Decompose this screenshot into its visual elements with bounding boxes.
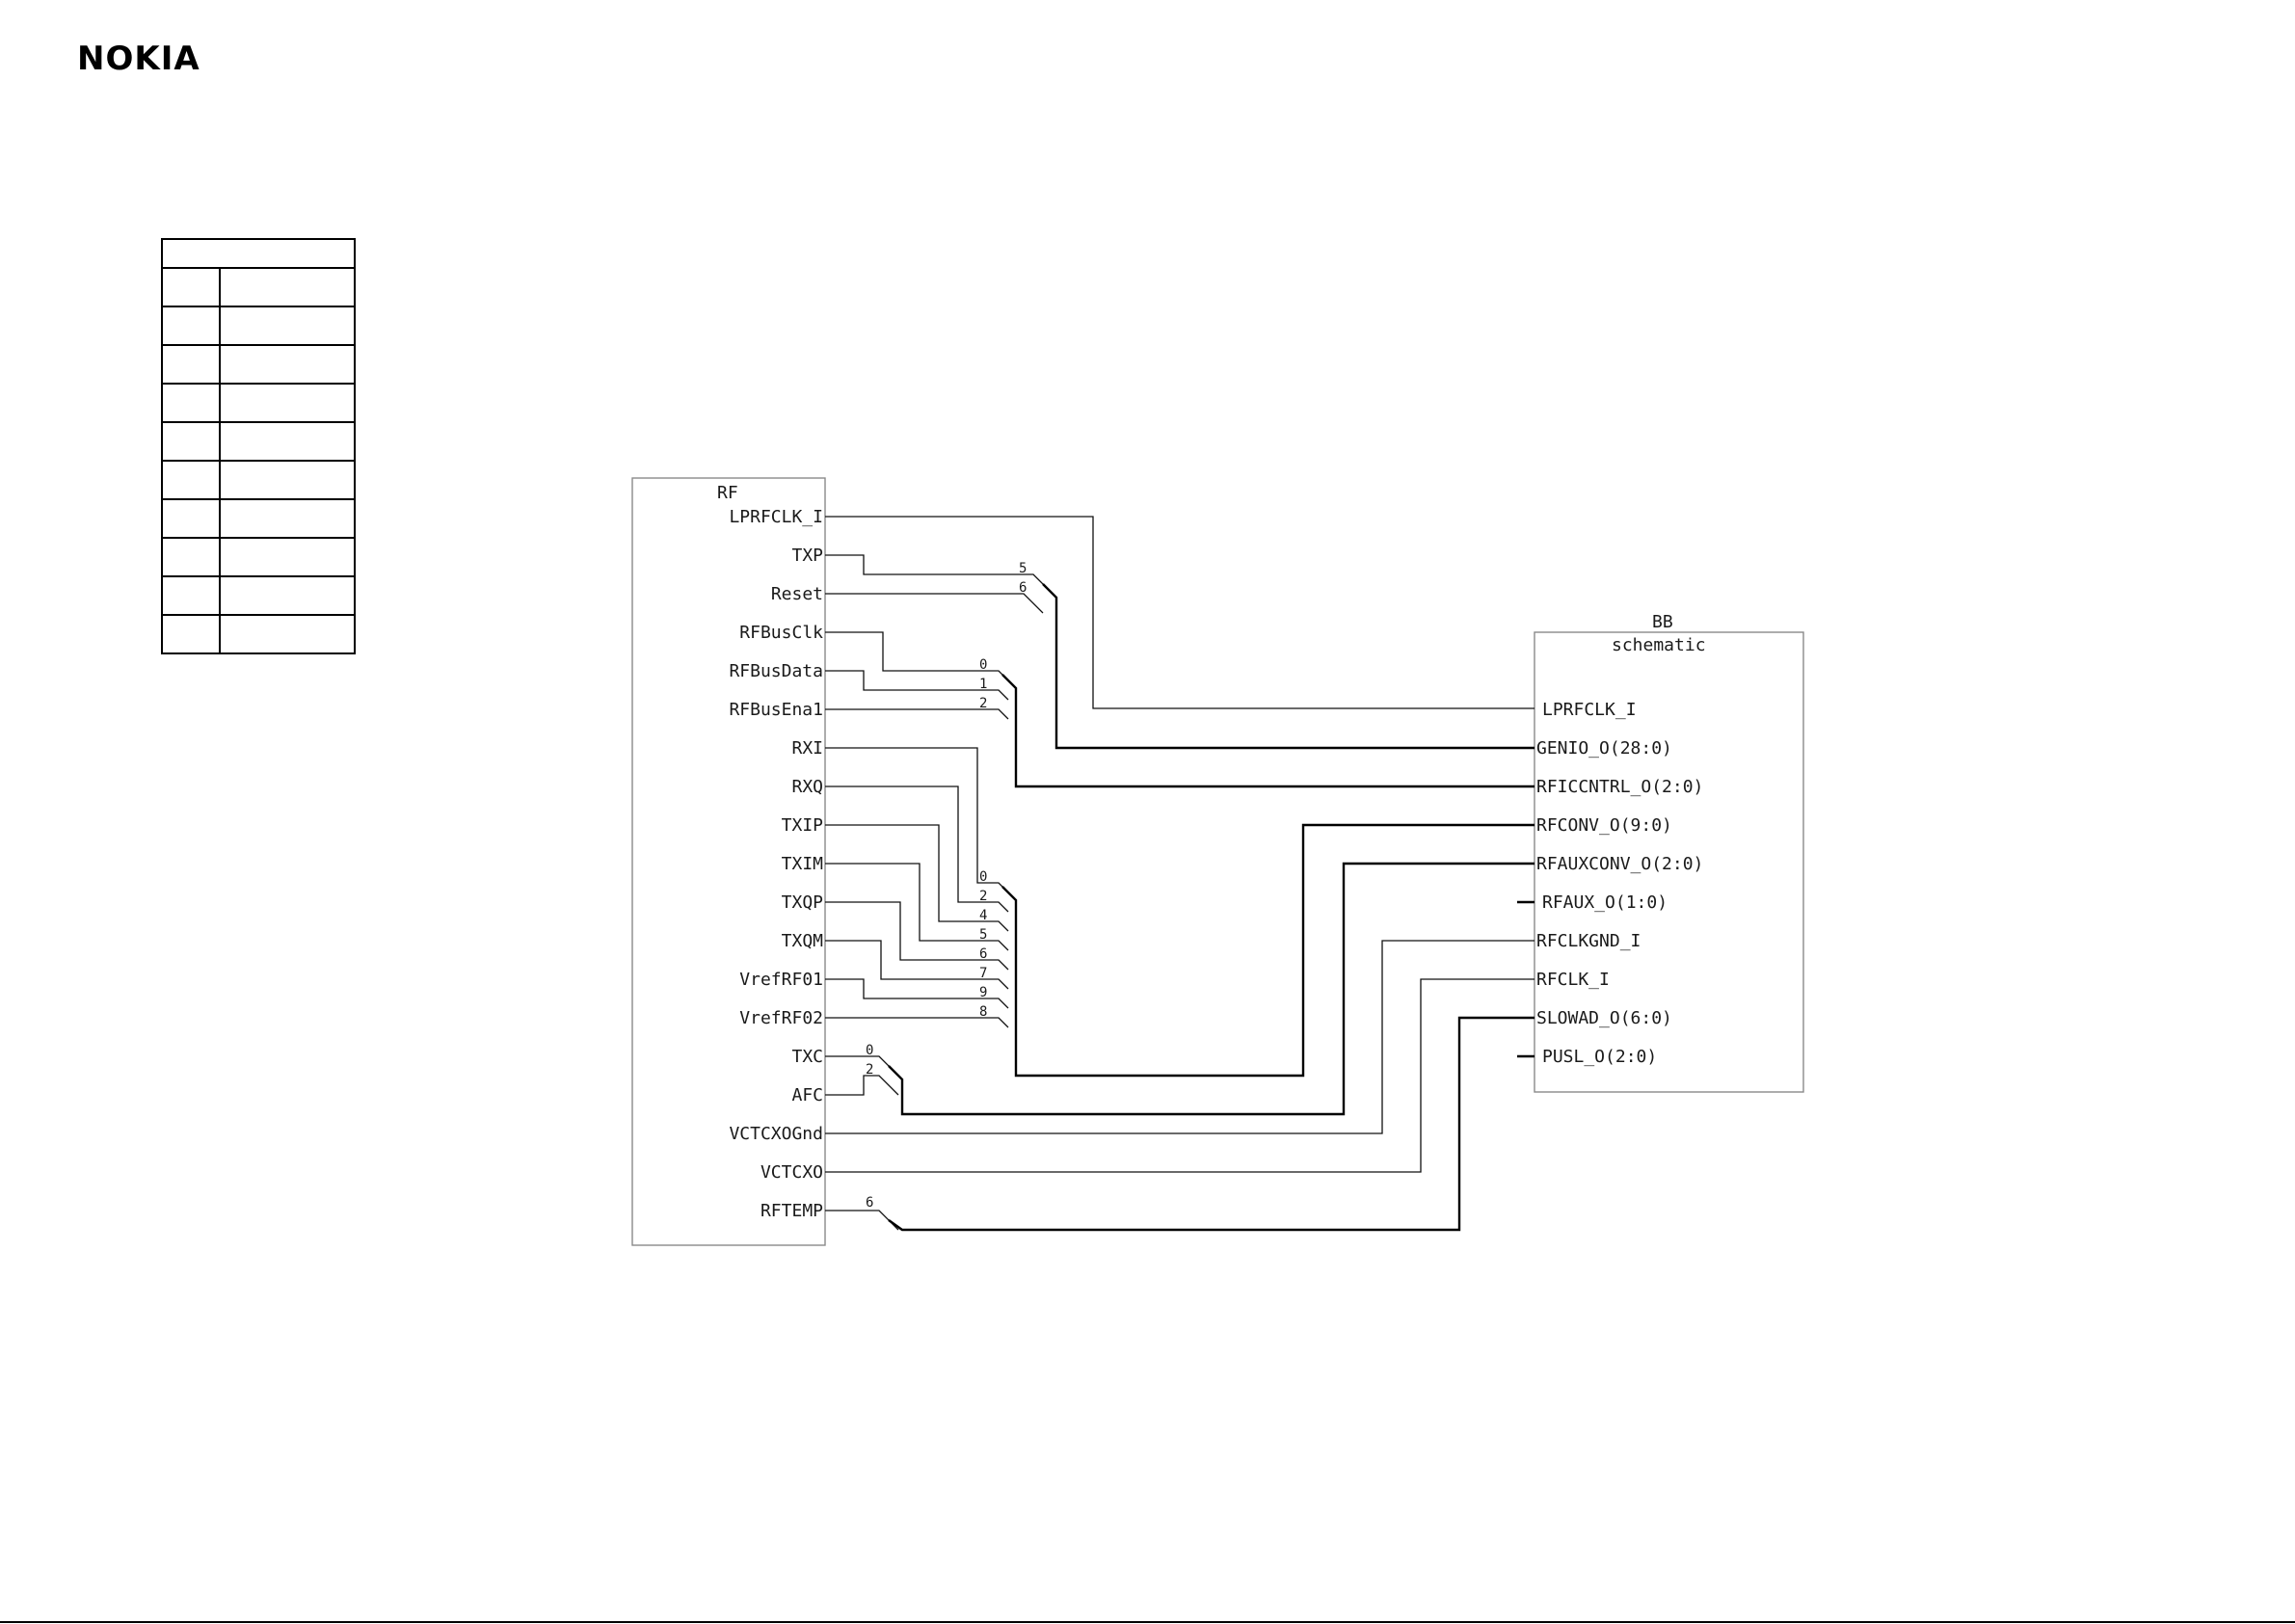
rf-pin-list: LPRFCLK_I TXP ResetRFBusClkRFBusDataRFBusE… — [729, 507, 823, 1221]
net-txim — [825, 863, 1009, 951]
rf-pin-label: LPRFCLK_I — [729, 507, 823, 527]
bus-rfconv-index: 9 — [979, 985, 987, 1000]
rf-pin-label: VCTCXOGnd — [729, 1124, 823, 1144]
net-vctcxo — [825, 978, 1534, 1173]
bb-pin-label: RFICCNTRL_O(2:0) — [1536, 777, 1703, 797]
rf-pin-label: TXQM — [782, 931, 824, 951]
net-txqp — [825, 901, 1009, 971]
bus-rfconv-index: 2 — [979, 889, 987, 904]
rf-pin-label: TXIM — [782, 854, 824, 874]
rf-pin-label: RXI — [791, 738, 823, 759]
bus-slowad — [888, 1016, 1534, 1232]
bb-pin-label: RFAUX_O(1:0) — [1542, 892, 1668, 913]
rf-pin-label: AFC — [791, 1085, 823, 1105]
bus-genio-index-1: 6 — [1019, 580, 1027, 596]
net-rfbusdata — [825, 670, 1009, 701]
bb-pin-label: RFCLK_I — [1536, 970, 1610, 990]
bus-rfauxconv-index-0: 0 — [866, 1043, 873, 1058]
bus-rfconv-index: 7 — [979, 966, 987, 981]
bb-pin-label: PUSL_O(2:0) — [1542, 1047, 1657, 1067]
bus-rfconv-index: 8 — [979, 1004, 987, 1020]
net-rfbusena — [825, 708, 1009, 720]
bus-genio — [1042, 583, 1534, 750]
net-rxi — [825, 747, 1009, 893]
bus-rfauxconv-index-1: 2 — [866, 1062, 873, 1078]
bb-block-subtitle: schematic — [1612, 635, 1706, 655]
net-rfbusclk — [825, 631, 1009, 681]
bb-pin-label: SLOWAD_O(6:0) — [1536, 1008, 1672, 1028]
rf-pin-label: TXQP — [782, 892, 824, 913]
bus-rfconv-index: 4 — [979, 908, 987, 923]
net-vrefrf01 — [825, 978, 1009, 1009]
net-txqm — [825, 940, 1009, 990]
bus-rfconv-index: 5 — [979, 927, 987, 943]
bus-rficcntrl-index-0: 0 — [979, 657, 987, 673]
revision-table-border — [161, 238, 356, 654]
bus-rfconv-index: 0 — [979, 869, 987, 885]
net-rftemp — [825, 1210, 899, 1231]
net-txc — [825, 1055, 899, 1077]
bb-pin-label: RFCLKGND_I — [1536, 931, 1641, 951]
bb-pin-label: RFAUXCONV_O(2:0) — [1536, 854, 1703, 874]
revision-table — [161, 238, 356, 654]
bus-rficcntrl-index-1: 1 — [979, 677, 987, 692]
net-reset — [825, 593, 1044, 614]
nets: 5 6 0 1 2 0 2 4 5 6 7 9 8 0 2 — [825, 516, 1534, 1232]
bb-pin-label: GENIO_O(28:0) — [1536, 738, 1672, 759]
rf-pin-label: TXC — [791, 1047, 823, 1067]
rf-block-title: RF — [717, 483, 738, 503]
net-rxq — [825, 785, 1009, 913]
bus-rficcntrl-index-2: 2 — [979, 696, 987, 711]
rf-pin-label: VrefRF02 — [739, 1008, 823, 1028]
net-vctcxognd — [825, 940, 1534, 1134]
nokia-logo: NOKIA — [77, 40, 200, 78]
rf-pin-label: RXQ — [791, 777, 823, 797]
bb-block-outline — [1534, 631, 1804, 1093]
rf-pin-label: RFBusClk — [739, 623, 823, 643]
bus-rfauxconv — [888, 862, 1534, 1116]
bus-genio-index-0: 5 — [1019, 561, 1027, 576]
bus-slowad-index-0: 6 — [866, 1195, 873, 1211]
net-txp — [825, 554, 1044, 585]
rf-pin-label: VCTCXO — [761, 1162, 823, 1183]
rf-block-outline — [631, 477, 826, 1246]
bb-pin-label: RFCONV_O(9:0) — [1536, 815, 1672, 836]
rf-block: RF LPRFCLK_I TXP ResetRFBusClkRFBusDataRFB… — [631, 477, 826, 1246]
rf-pin-label: Reset — [771, 584, 823, 604]
rf-pin-label: TXIP — [782, 815, 824, 836]
net-txip — [825, 824, 1009, 932]
net-afc — [825, 1075, 899, 1096]
rf-pin-label: VrefRF01 — [739, 970, 823, 990]
rf-pin-label: RFBusEna1 — [729, 700, 823, 720]
rf-pin-label: TXP — [791, 546, 823, 566]
bus-rficcntrl — [1001, 674, 1534, 788]
bus-rfconv-indices: 0 2 4 5 6 7 9 8 — [979, 869, 987, 1020]
bus-rfconv — [1001, 823, 1534, 1078]
rf-pin-label: RFBusData — [729, 661, 823, 681]
bb-block-title: BB — [1652, 612, 1673, 632]
bus-rfconv-index: 6 — [979, 946, 987, 962]
bb-block: BB schematic LPRFCLK_I GENIO_O(28:0) RFICC… — [1534, 612, 1804, 1093]
bb-pin-list: LPRFCLK_I GENIO_O(28:0) RFICCNTRL_O(2:0) RF… — [1536, 700, 1703, 1067]
bb-pin-label: LPRFCLK_I — [1542, 700, 1637, 720]
net-lprfclk — [825, 516, 1534, 709]
rf-pin-label: RFTEMP — [761, 1201, 823, 1221]
net-vrefrf02 — [825, 1017, 1009, 1028]
